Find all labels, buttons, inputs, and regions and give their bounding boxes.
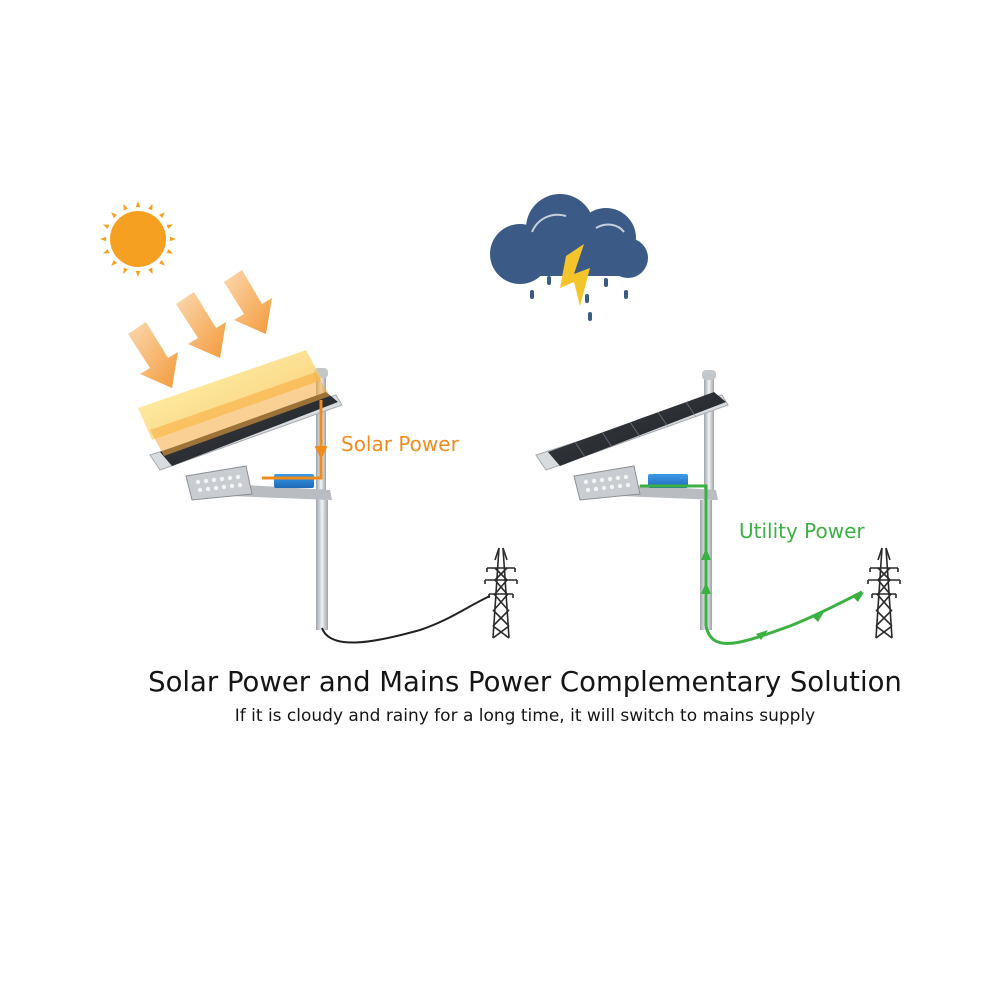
solar-power-label: Solar Power xyxy=(341,432,459,456)
diagram-title: Solar Power and Mains Power Complementar… xyxy=(148,666,902,698)
sunlight-arrows-icon xyxy=(128,270,272,388)
solar-flow-line xyxy=(262,400,328,480)
solar-street-light-right xyxy=(535,370,729,630)
sun-icon xyxy=(100,201,176,277)
power-pylon-left-icon xyxy=(484,547,518,639)
diagram-subtitle: If it is cloudy and rainy for a long tim… xyxy=(234,706,816,726)
mains-cable-left xyxy=(321,595,491,644)
power-pylon-right-icon xyxy=(867,547,901,639)
storm-cloud-icon xyxy=(490,194,648,321)
utility-power-label: Utility Power xyxy=(739,519,865,543)
utility-flow-line xyxy=(640,484,863,645)
utility-flow-arrowheads xyxy=(701,548,864,640)
solar-street-light-left xyxy=(138,350,343,630)
